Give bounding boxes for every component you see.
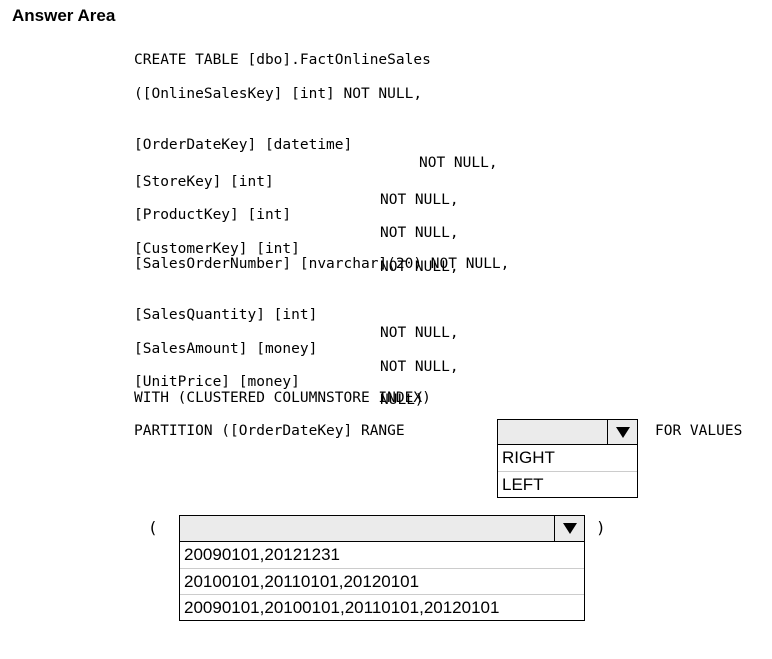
boundary-option-1[interactable]: 20090101,20121231 xyxy=(184,545,340,564)
code-line-10-constraint: NULL) xyxy=(380,392,424,408)
code-line-1: CREATE TABLE [dbo].FactOnlineSales xyxy=(134,52,431,68)
code-line-10-column: [UnitPrice] [money] xyxy=(134,374,300,390)
range-option-left[interactable]: LEFT xyxy=(498,471,637,497)
boundary-option-2[interactable]: 20100101,20110101,20120101 xyxy=(180,568,584,594)
code-line-5: [ProductKey] [int] NOT NULL, xyxy=(134,188,459,260)
range-direction-dropdown[interactable] xyxy=(497,419,638,445)
code-line-9: [SalesAmount] [money] NOT NULL, xyxy=(134,322,459,394)
code-line-3: [OrderDateKey] [datetime] NOT NULL, xyxy=(134,118,498,190)
code-line-8-constraint: NOT NULL, xyxy=(380,325,459,341)
for-values-text: FOR VALUES xyxy=(655,423,743,439)
code-line-10: [UnitPrice] [money] NULL) xyxy=(134,355,424,427)
code-line-12: PARTITION ([OrderDateKey] RANGE xyxy=(134,423,405,439)
boundary-option-3[interactable]: 20090101,20100101,20110101,20120101 xyxy=(180,594,584,620)
range-option-right[interactable]: RIGHT xyxy=(502,448,555,467)
code-line-5-constraint: NOT NULL, xyxy=(380,225,459,241)
code-line-8-column: [SalesQuantity] [int] xyxy=(134,307,318,323)
code-line-6: [CustomerKey] [int] NOT NULL, xyxy=(134,222,459,294)
code-line-9-column: [SalesAmount] [money] xyxy=(134,341,318,357)
open-paren: ( xyxy=(148,518,158,537)
code-line-4-column: [StoreKey] [int] xyxy=(134,174,274,190)
code-line-9-constraint: NOT NULL, xyxy=(380,359,459,375)
code-line-4: [StoreKey] [int] NOT NULL, xyxy=(134,155,459,227)
boundary-values-dropdown[interactable] xyxy=(179,515,585,542)
code-line-8: [SalesQuantity] [int] NOT NULL, xyxy=(134,288,459,360)
triangle-down-icon[interactable] xyxy=(607,420,637,444)
code-line-2: ([OnlineSalesKey] [int] NOT NULL, xyxy=(134,86,423,102)
code-line-6-constraint: NOT NULL, xyxy=(380,259,459,275)
triangle-down-icon[interactable] xyxy=(554,516,584,541)
code-line-3-column: [OrderDateKey] [datetime] xyxy=(134,137,353,153)
code-line-4-constraint: NOT NULL, xyxy=(380,192,459,208)
code-line-6-column: [CustomerKey] [int] xyxy=(134,241,300,257)
code-line-7: [SalesOrderNumber] [nvarchar](20) NOT NU… xyxy=(134,256,510,272)
code-line-11: WITH (CLUSTERED COLUMNSTORE INDEX) xyxy=(134,390,431,406)
code-line-5-column: [ProductKey] [int] xyxy=(134,207,292,223)
close-paren: ) xyxy=(596,518,606,537)
answer-area-title: Answer Area xyxy=(12,6,116,25)
range-direction-options: RIGHT LEFT xyxy=(497,445,638,498)
boundary-values-options: 20090101,20121231 20100101,20110101,2012… xyxy=(179,542,585,621)
code-line-3-constraint: NOT NULL, xyxy=(419,155,498,171)
